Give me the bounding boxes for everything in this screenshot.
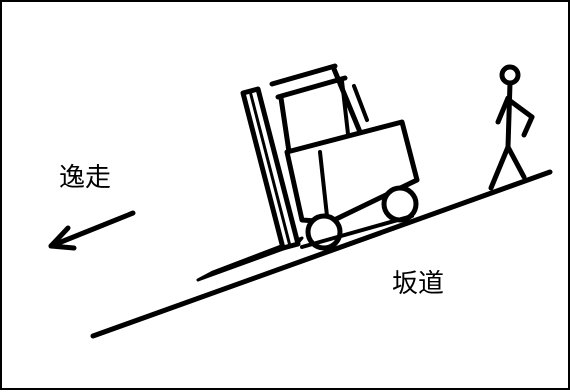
worker-stick-figure-icon <box>488 64 535 191</box>
forklift-icon <box>196 63 420 282</box>
arrow-down-left-icon <box>48 210 136 251</box>
runaway-label: 逸走 <box>59 163 112 193</box>
slope-line <box>90 169 553 339</box>
slope-label: 坂道 <box>392 269 445 299</box>
